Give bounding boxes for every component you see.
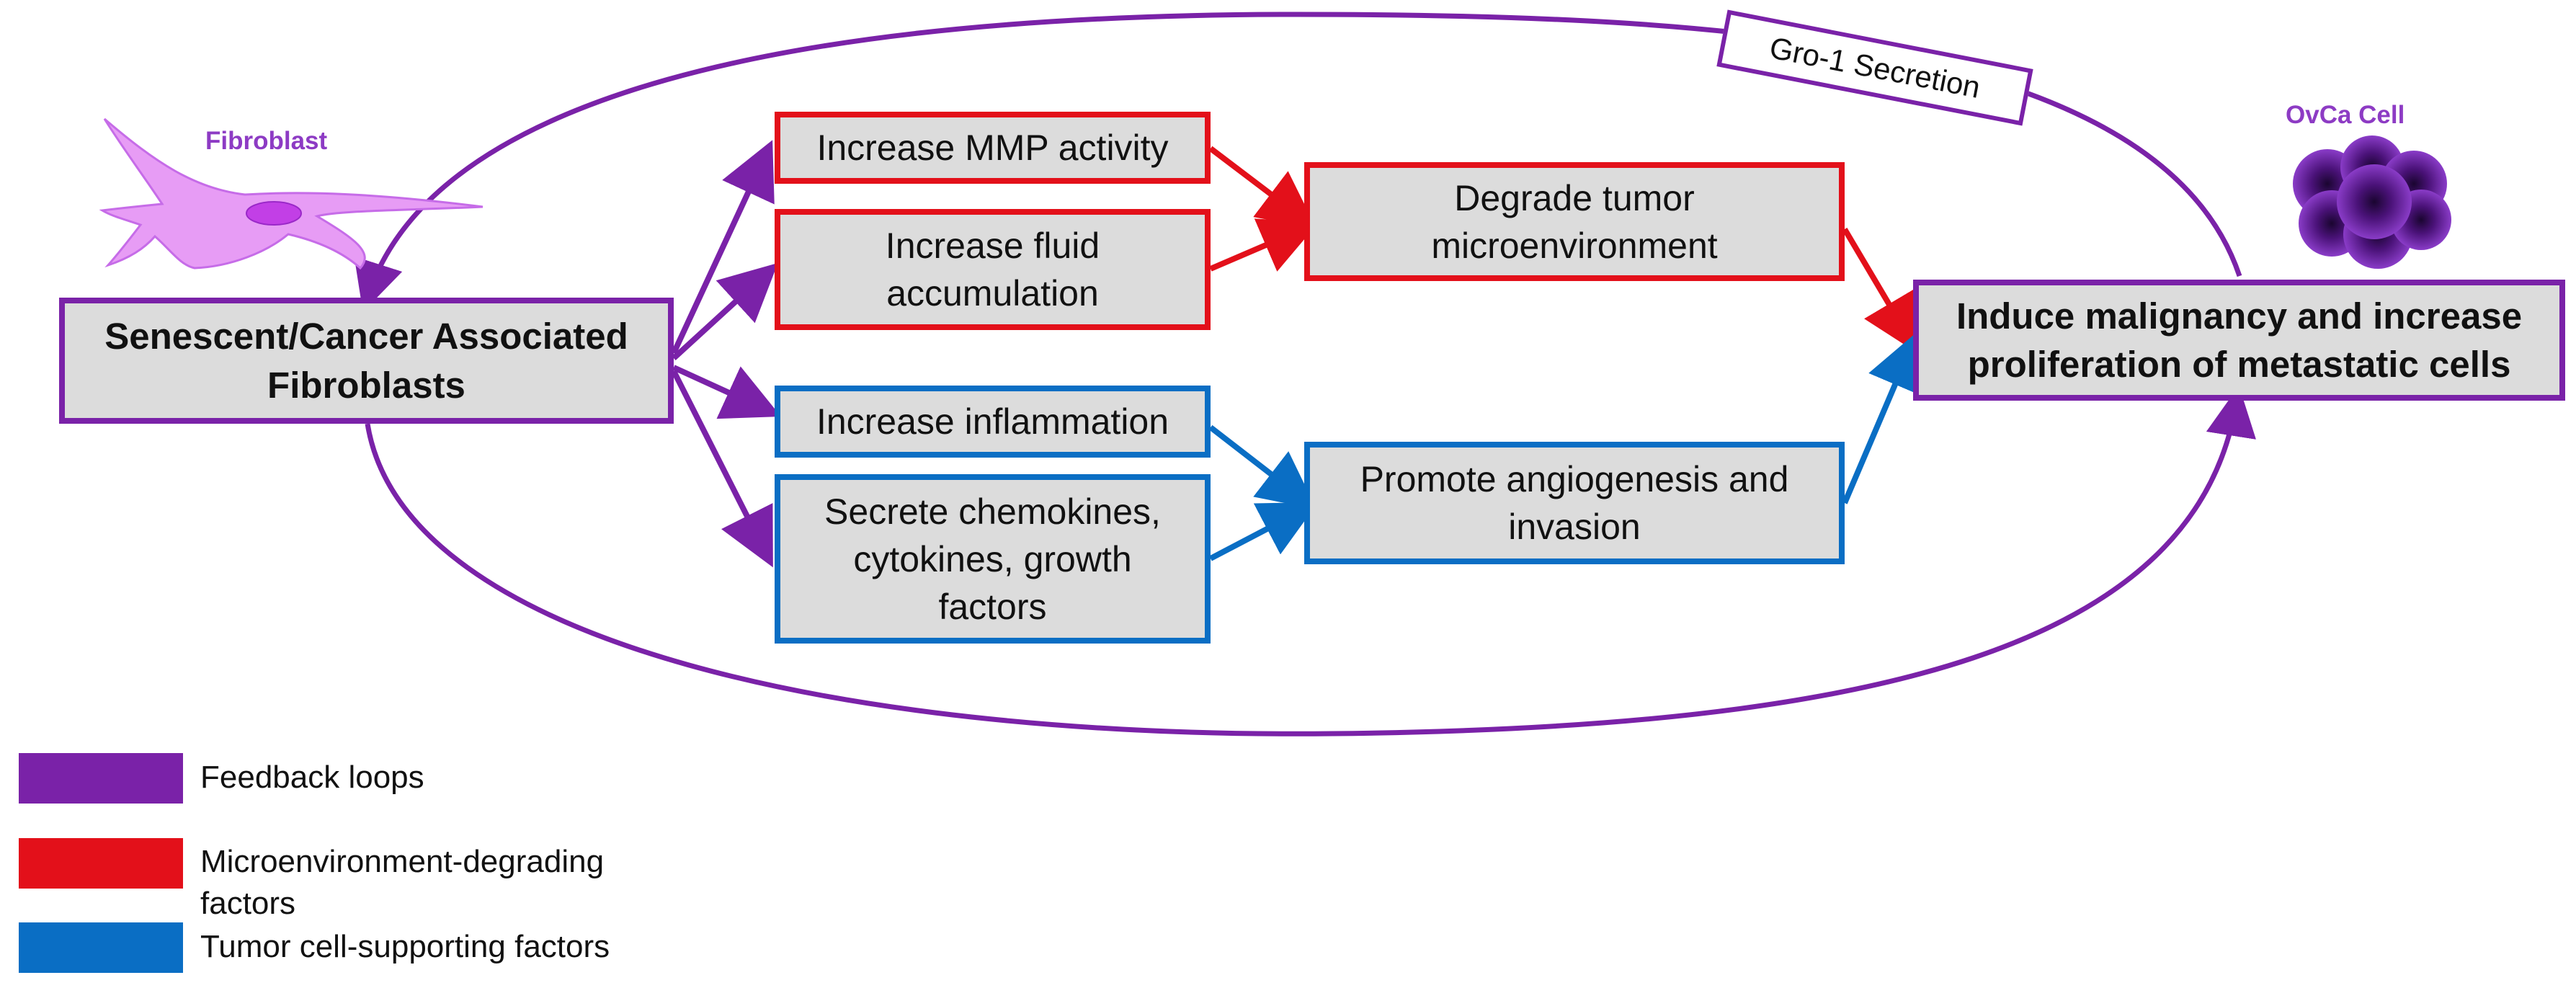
degrade-node: Degrade tumor microenvironment bbox=[1304, 162, 1845, 281]
fibroblast-cell-icon bbox=[99, 117, 483, 270]
fluid-node: Increase fluid accumulation bbox=[775, 209, 1211, 330]
arrow-source-to-chemokines bbox=[671, 370, 773, 568]
inflammation-line-1: Increase inflammation bbox=[816, 401, 1169, 442]
legend-swatch-feedback bbox=[19, 753, 183, 804]
target-node: Induce malignancy and increase proliferat… bbox=[1913, 280, 2565, 401]
chemokines-line-1: Secrete chemokines, bbox=[824, 491, 1161, 532]
arrow-angio-to-target bbox=[1842, 331, 1922, 504]
ovca-cell-label: OvCa Cell bbox=[2286, 101, 2405, 129]
arrow-chemokines-to-angio bbox=[1209, 502, 1319, 561]
arrow-fluid-to-degrade bbox=[1209, 218, 1319, 272]
chemokines-line-2: cytokines, growth bbox=[853, 538, 1132, 579]
fibroblast-label: Fibroblast bbox=[205, 127, 328, 155]
legend-label-feedback: Feedback loops bbox=[200, 760, 424, 795]
arrow-source-to-inflammation bbox=[672, 365, 781, 419]
fluid-line-2: accumulation bbox=[886, 273, 1099, 313]
chemokines-node: Secrete chemokines, cytokines, growth fact… bbox=[775, 474, 1211, 644]
arrow-source-to-fluid bbox=[672, 262, 778, 360]
fluid-line-1: Increase fluid bbox=[885, 226, 1100, 266]
inflammation-node: Increase inflammation bbox=[775, 386, 1211, 458]
target-line-1: Induce malignancy and increase bbox=[1956, 295, 2523, 337]
angiogenesis-node: Promote angiogenesis and invasion bbox=[1304, 442, 1845, 564]
degrade-line-1: Degrade tumor bbox=[1454, 177, 1695, 218]
top-feedback-loop bbox=[354, 12, 2242, 313]
bottom-feedback-loop bbox=[365, 386, 2256, 736]
legend-swatch-degrading bbox=[19, 838, 183, 889]
arrow-mmp-to-degrade bbox=[1208, 146, 1317, 229]
angiogenesis-line-2: invasion bbox=[1508, 507, 1641, 547]
target-line-2: proliferation of metastatic cells bbox=[1967, 344, 2511, 385]
legend-swatch-supporting bbox=[19, 922, 183, 973]
ovarian-cancer-cell-icon bbox=[2293, 135, 2451, 269]
arrow-inflammation-to-angio bbox=[1208, 424, 1316, 509]
source-line-1: Senescent/Cancer Associated bbox=[104, 316, 628, 357]
mmp-node: Increase MMP activity bbox=[775, 112, 1211, 184]
arrow-source-to-mmp bbox=[671, 140, 775, 355]
legend-label-supporting: Tumor cell-supporting factors bbox=[200, 929, 610, 964]
chemokines-line-3: factors bbox=[938, 586, 1047, 627]
mmp-line-1: Increase MMP activity bbox=[816, 128, 1169, 168]
arrow-degrade-to-target bbox=[1842, 227, 1919, 354]
legend-label-degrading: Microenvironment-degrading factors bbox=[200, 844, 605, 922]
source-line-2: Fibroblasts bbox=[267, 364, 465, 406]
degrade-line-2: microenvironment bbox=[1431, 225, 1718, 266]
angiogenesis-line-1: Promote angiogenesis and bbox=[1360, 459, 1789, 499]
